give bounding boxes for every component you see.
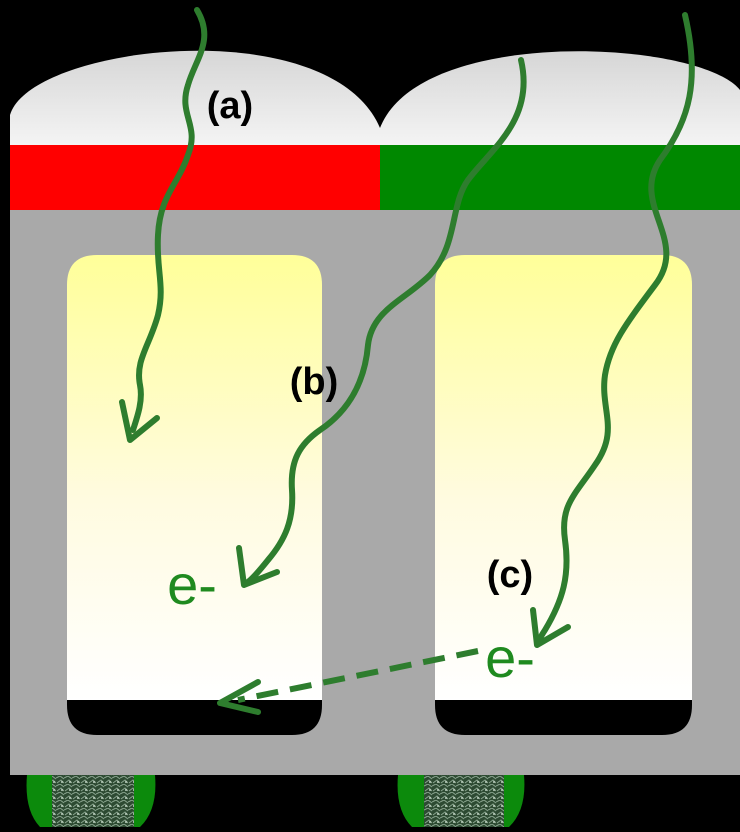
photon-path-b: [245, 57, 527, 585]
red-color-filter: [10, 145, 380, 210]
label-b: (b): [290, 361, 339, 403]
arrowhead-diffusion-icon: [217, 679, 261, 715]
electron-label-b: e-: [167, 553, 217, 616]
contact-left: [26, 775, 156, 827]
electron-label-c: e-: [485, 626, 535, 689]
electron-diffusion-path: [237, 648, 479, 703]
photodiode-left: [67, 255, 322, 735]
microlens-left: [10, 50, 380, 145]
contact-right: [397, 775, 525, 827]
arrowhead-b-icon: [236, 545, 280, 588]
photodiode-right-bottom-layer: [435, 700, 692, 735]
label-c: (c): [487, 554, 533, 596]
photodiode-right: [435, 255, 692, 735]
label-a: (a): [207, 85, 253, 127]
microlens-right: [380, 51, 740, 145]
green-color-filter: [380, 145, 740, 210]
photon-path-c: [535, 12, 695, 646]
photon-path-a: [130, 7, 208, 433]
photodiode-left-bottom-layer: [67, 700, 322, 735]
arrowhead-a-icon: [119, 399, 160, 443]
arrowhead-c-icon: [530, 607, 571, 648]
